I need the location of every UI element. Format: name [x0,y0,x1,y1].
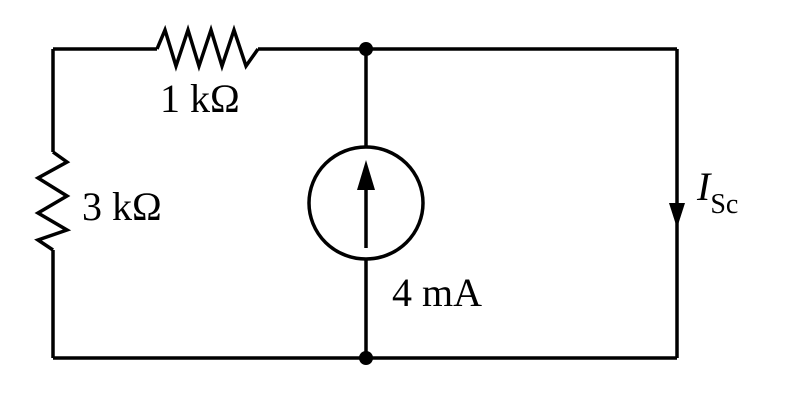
node-bottom [359,351,373,365]
r2-label: 3 kΩ [82,184,162,229]
resistor-3k [34,150,72,252]
short-current-label: ISc [696,164,738,220]
short-current-arrow-icon [669,203,685,228]
node-top [359,42,373,56]
resistor-1k [155,24,260,72]
current-source-arrow-icon [357,160,375,190]
short-current-subscript: Sc [710,189,738,220]
r1-label: 1 kΩ [160,76,240,121]
current-source-circle [307,145,425,261]
source-label: 4 mA [392,270,482,315]
short-current-symbol: I [696,164,712,209]
